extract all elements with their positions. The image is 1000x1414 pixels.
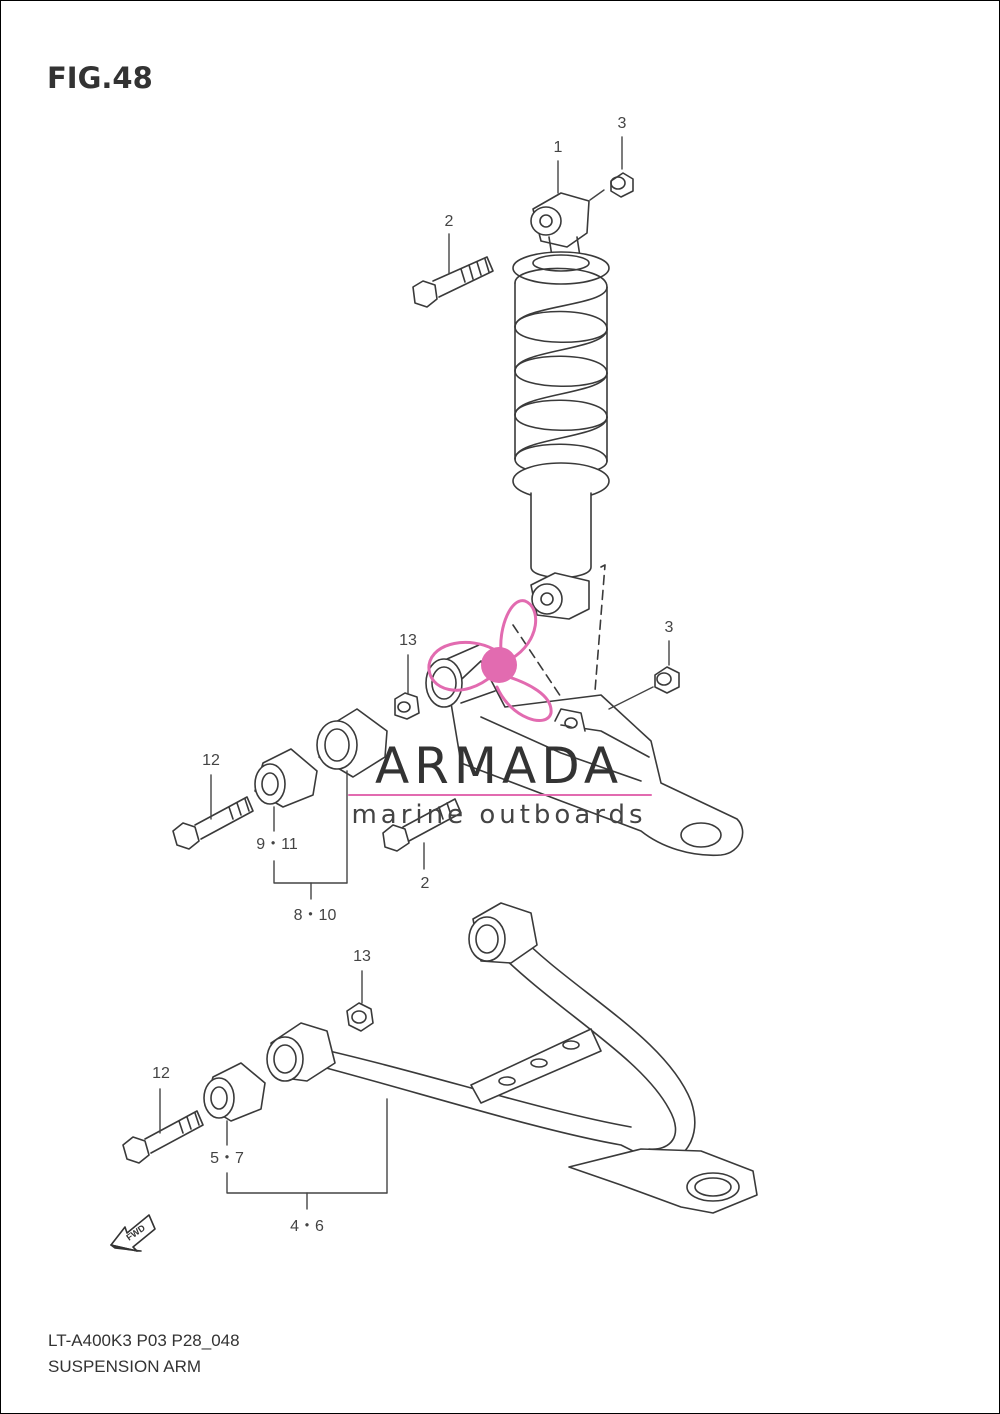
callout-12-upper: 12 (202, 752, 220, 769)
shock-top-eye (530, 192, 590, 264)
coil-spring (514, 267, 608, 476)
callout-3-right: 3 (665, 619, 674, 636)
watermark-brand: ARMADA (375, 737, 623, 795)
lower-suspension-arm (266, 902, 758, 1214)
section-name: SUSPENSION ARM (48, 1357, 202, 1376)
upper-arm-nut (394, 692, 420, 720)
callout-4-6: 4・6 (290, 1218, 324, 1235)
arm-to-shock-bolt (382, 798, 462, 852)
forward-arrow-icon: FWD (110, 1214, 156, 1252)
lower-arm-bolt (122, 1110, 204, 1164)
watermark: ARMADA marine outboards (348, 599, 652, 830)
upper-arm-bushings (254, 708, 388, 808)
callout-2-top: 2 (445, 213, 454, 230)
callout-12-lower: 12 (152, 1065, 170, 1082)
callout-1: 1 (554, 139, 563, 156)
callout-3-top: 3 (618, 115, 627, 132)
callout-13-lower: 13 (353, 948, 371, 965)
upper-shock-bolt (412, 256, 494, 308)
lower-arm-bushing (203, 1062, 266, 1122)
callout-13-upper: 13 (399, 632, 417, 649)
lower-arm-nut (346, 1002, 374, 1032)
callout-8-10: 8・10 (294, 907, 337, 924)
right-nut (654, 666, 680, 694)
upper-suspension-arm (425, 644, 744, 857)
callout-labels: 1 3 2 13 3 12 9・11 2 8・10 13 12 5・7 4・6 (152, 115, 673, 1235)
figure-title: FIG.48 (47, 61, 153, 95)
top-nut (610, 172, 634, 198)
watermark-tagline: marine outboards (351, 800, 646, 830)
callout-2-middle: 2 (421, 875, 430, 892)
callout-9-11: 9・11 (256, 836, 298, 853)
shock-absorber (512, 192, 610, 620)
upper-arm-bolt (172, 796, 254, 850)
propeller-logo-icon (427, 599, 553, 722)
model-code: LT-A400K3 P03 P28_048 (48, 1331, 240, 1350)
callout-leader-lines (159, 136, 670, 1210)
callout-5-7: 5・7 (210, 1150, 244, 1167)
